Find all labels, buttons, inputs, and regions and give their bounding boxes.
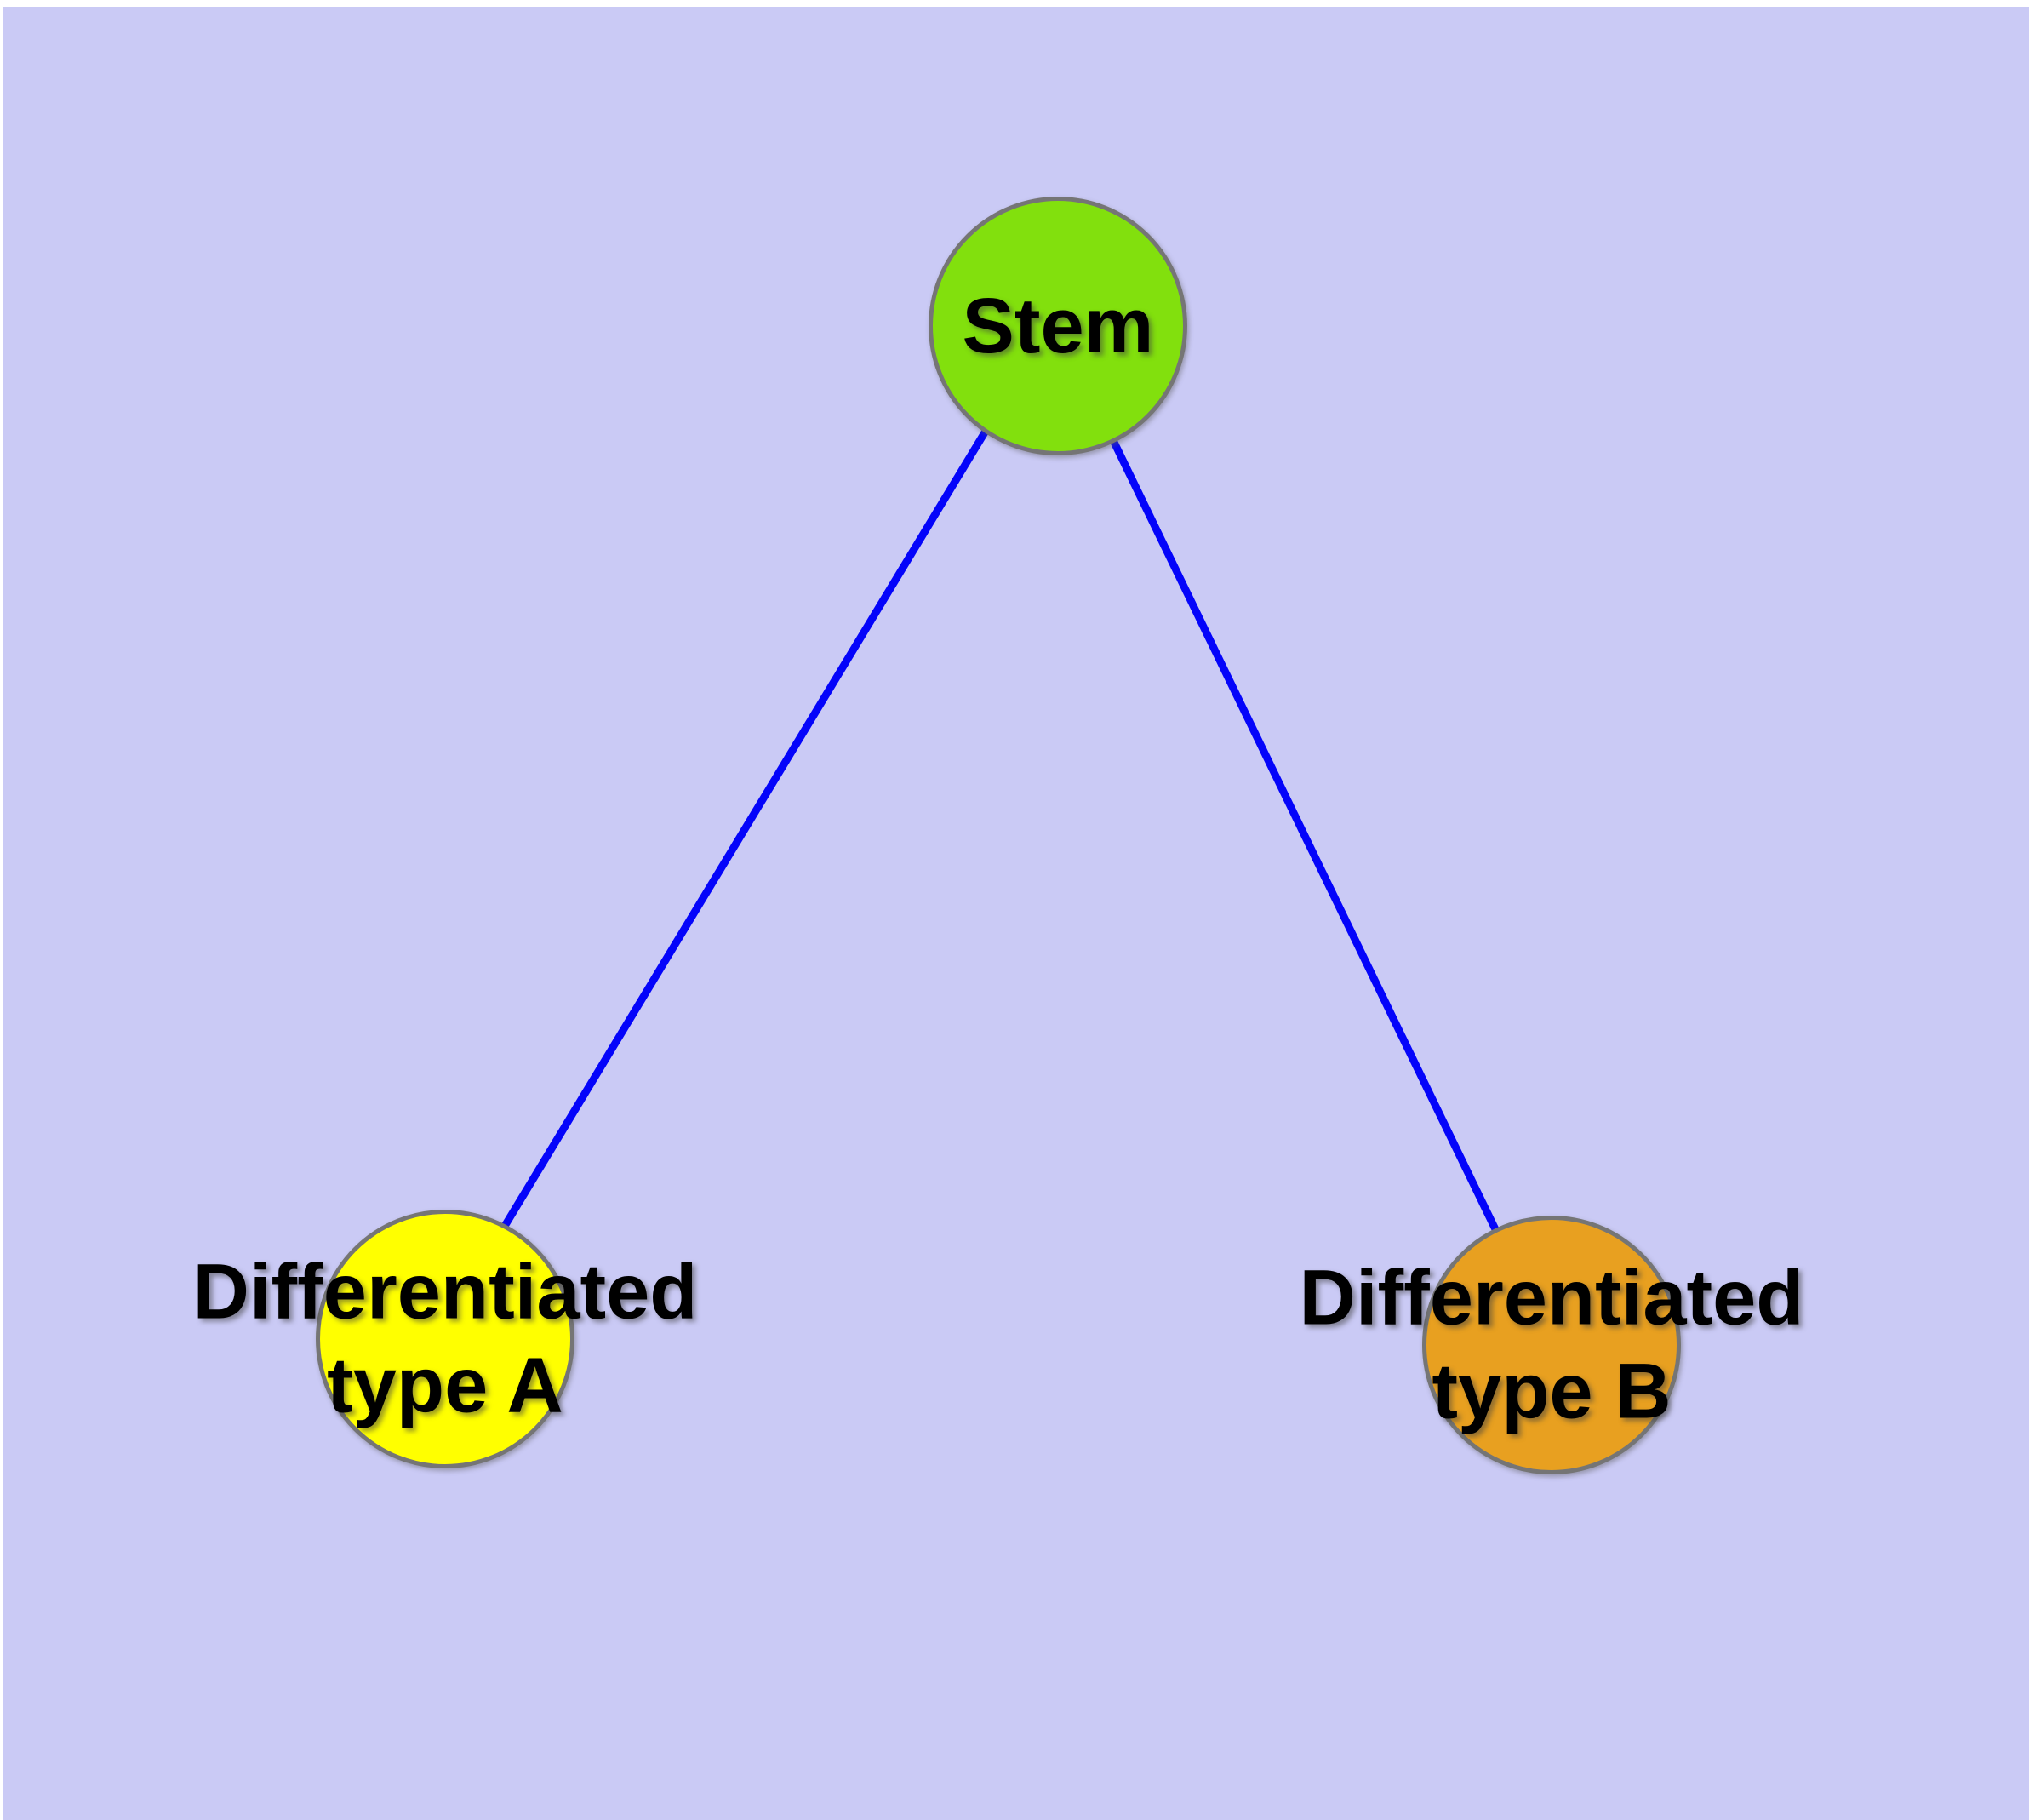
- node-type-b-label-line1: Differentiated: [1299, 1254, 1804, 1342]
- edge-stem-to-type-a: [440, 316, 1058, 1330]
- node-stem-label-line1: Stem: [962, 282, 1154, 369]
- node-type-b-label: Differentiated type B: [1300, 1251, 1804, 1439]
- node-differentiated-type-b: Differentiated type B: [1300, 1216, 1803, 1474]
- diagram-background: Stem Differentiated type A Differentiate…: [3, 7, 2029, 1820]
- node-stem-label: Stem: [963, 279, 1154, 373]
- node-type-a-label-line2: type A: [327, 1342, 563, 1429]
- edges-layer: [440, 316, 1550, 1336]
- edge-stem-to-type-b: [1050, 316, 1550, 1336]
- node-type-b-label-line2: type B: [1432, 1348, 1672, 1435]
- node-differentiated-type-a: Differentiated type A: [193, 1210, 697, 1468]
- node-stem: Stem: [929, 197, 1187, 455]
- node-type-a-label-line1: Differentiated: [192, 1248, 698, 1336]
- node-type-a-label: Differentiated type A: [193, 1245, 698, 1434]
